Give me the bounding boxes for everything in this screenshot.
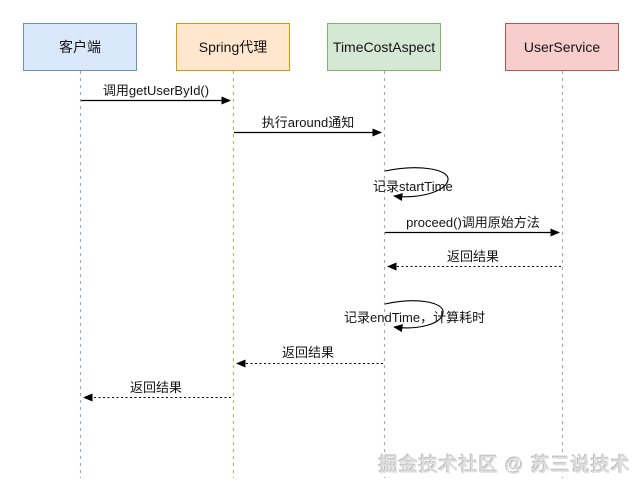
participant-time-cost-aspect: TimeCostAspect [327, 23, 441, 71]
participant-user-service: UserService [505, 23, 619, 71]
self-loop-record-endTime [384, 300, 444, 333]
message-label-call-getUserById: 调用getUserById() [102, 83, 210, 98]
message-label-return-to-client: 返回结果 [129, 380, 182, 395]
self-loop-record-startTime [384, 167, 449, 202]
participant-client: 客户端 [23, 23, 137, 71]
participant-spring-proxy-label: Spring代理 [198, 39, 268, 55]
participant-spring-proxy: Spring代理 [176, 23, 290, 71]
message-label-execute-around-advice: 执行around通知 [261, 115, 355, 130]
watermark-text: 掘金技术社区 @ 苏三说技术 [378, 455, 631, 476]
message-label-return-to-spring: 返回结果 [281, 345, 334, 360]
message-label-return-to-aspect: 返回结果 [446, 249, 499, 264]
participant-time-cost-aspect-label: TimeCostAspect [332, 39, 436, 55]
participant-user-service-label: UserService [523, 39, 601, 55]
message-label-record-startTime: 记录startTime [373, 179, 453, 194]
participant-client-label: 客户端 [59, 39, 101, 55]
message-label-record-endTime: 记录endTime，计算耗时 [344, 310, 486, 325]
message-label-proceed-call: proceed()调用原始方法 [406, 215, 540, 230]
